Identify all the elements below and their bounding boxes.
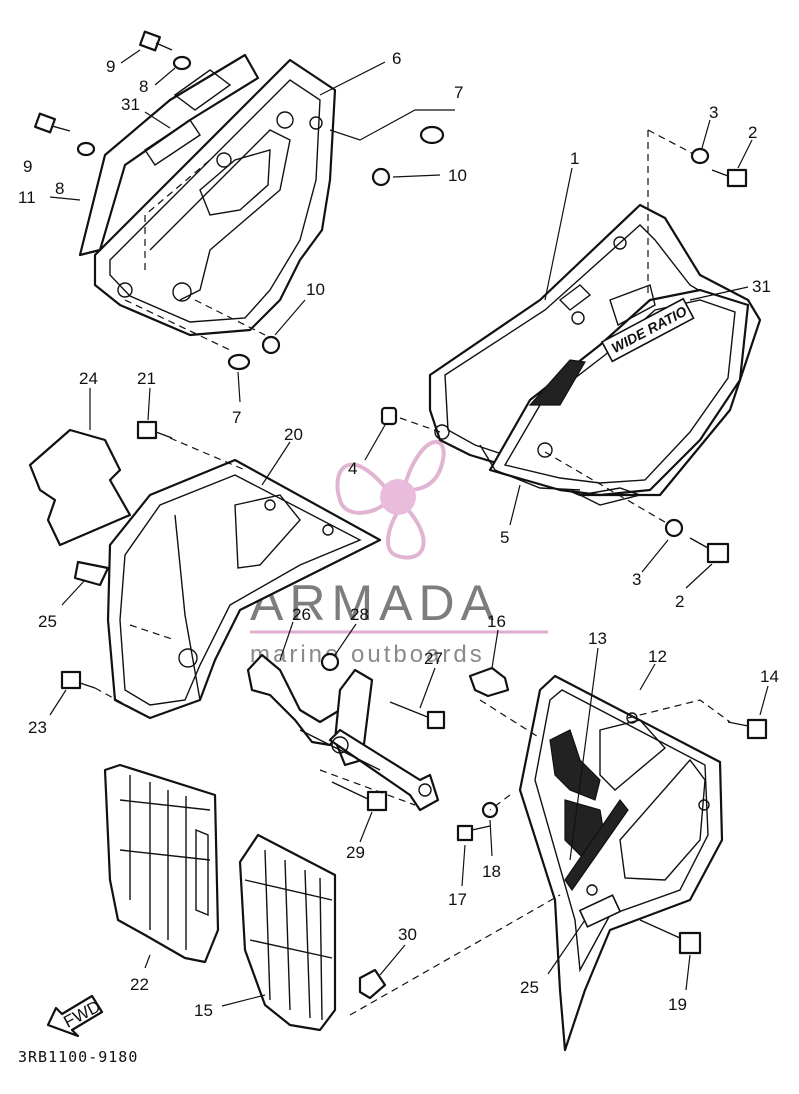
callout-9a: 9 <box>106 57 115 76</box>
bolt-27-icon <box>389 701 446 730</box>
nut-28-icon <box>320 652 340 672</box>
grommet-4-icon <box>380 406 398 426</box>
washer-8b-icon <box>76 141 96 157</box>
bolt-2b-icon <box>689 537 730 564</box>
leaders-top-left <box>49 49 455 403</box>
decal-24 <box>28 428 132 547</box>
watermark-propeller-logo <box>335 440 446 560</box>
callout-8b: 8 <box>55 179 64 198</box>
callout-29: 29 <box>346 843 365 862</box>
callout-6: 6 <box>392 49 401 68</box>
callout-3a: 3 <box>709 103 718 122</box>
callout-2a: 2 <box>748 123 757 142</box>
callout-4: 4 <box>348 459 357 478</box>
decal-25b <box>578 894 622 928</box>
callout-3b: 3 <box>632 570 641 589</box>
clip-30-icon <box>358 968 387 1000</box>
callout-10b: 10 <box>306 280 325 299</box>
bolt-23-icon <box>60 670 96 690</box>
callout-14: 14 <box>760 667 779 686</box>
callout-23: 23 <box>28 718 47 737</box>
callout-labels: 9 8 31 6 7 9 8 10 11 10 7 3 2 1 31 4 5 3… <box>18 49 779 1020</box>
bolt-14-icon <box>727 718 768 740</box>
callout-25a: 25 <box>38 612 57 631</box>
callout-30: 30 <box>398 925 417 944</box>
callout-18: 18 <box>482 862 501 881</box>
callout-19: 19 <box>668 995 687 1014</box>
leaders-front-right <box>461 629 769 991</box>
dashed-guides-left <box>124 159 266 351</box>
bolt-21-icon <box>136 420 173 440</box>
part-radiator-guard-22 <box>103 763 220 964</box>
part-side-cover-right <box>428 203 762 506</box>
callout-20: 20 <box>284 425 303 444</box>
part-front-cover-left <box>106 458 382 720</box>
leaders-front-left <box>49 387 291 716</box>
part-side-cover-left <box>93 58 337 337</box>
callout-17: 17 <box>448 890 467 909</box>
trim-strip-5 <box>479 444 581 491</box>
dashed-guides-front-right <box>349 699 731 1016</box>
callout-8a: 8 <box>139 77 148 96</box>
callout-26: 26 <box>292 605 311 624</box>
bolt-9b-icon <box>33 112 71 134</box>
decal-25a <box>73 560 110 587</box>
part-bracket-26 <box>246 653 440 812</box>
callout-27: 27 <box>424 649 443 668</box>
leaders-right <box>364 119 753 589</box>
leaders-bracket <box>279 621 436 843</box>
bolt-2a-icon <box>711 168 748 188</box>
collar-10a-icon <box>371 167 391 187</box>
callout-11: 11 <box>18 188 36 207</box>
bolt-9a-icon <box>138 30 173 52</box>
part-bracket-11 <box>78 53 260 257</box>
diagram-code: 3RB1100-9180 <box>18 1048 138 1066</box>
collar-10b-icon <box>261 335 281 355</box>
grommet-7b-icon <box>227 353 251 371</box>
washer-3a-icon <box>690 147 710 165</box>
callout-7a: 7 <box>454 83 463 102</box>
callout-28: 28 <box>350 605 369 624</box>
callout-2b: 2 <box>675 592 684 611</box>
bolt-29-icon <box>331 781 388 812</box>
callout-13: 13 <box>588 629 607 648</box>
washer-8a-icon <box>172 55 192 71</box>
watermark-tagline: marine outboards <box>250 641 485 668</box>
dashed-guides-front-left <box>94 437 246 711</box>
callout-9b: 9 <box>23 157 32 176</box>
callout-15: 15 <box>194 1001 213 1020</box>
callout-1: 1 <box>570 149 579 168</box>
callout-31b: 31 <box>752 277 771 296</box>
leaders-radiator <box>144 944 406 1007</box>
callout-10a: 10 <box>448 166 467 185</box>
callout-12: 12 <box>648 647 667 666</box>
callout-25b: 25 <box>520 978 539 997</box>
fwd-arrow-icon: FWD <box>46 994 104 1038</box>
callout-31a: 31 <box>121 95 140 114</box>
callout-16: 16 <box>487 612 506 631</box>
bolt-19-icon <box>639 919 702 955</box>
callout-22: 22 <box>130 975 149 994</box>
callout-7b: 7 <box>232 408 241 427</box>
washer-3b-icon <box>664 518 684 538</box>
part-radiator-guard-15 <box>238 833 337 1032</box>
grommet-7a-icon <box>419 125 445 145</box>
callout-21: 21 <box>137 369 156 388</box>
part-front-cover-right <box>518 674 724 1052</box>
clip-16-icon <box>468 666 510 698</box>
callout-24: 24 <box>79 369 98 388</box>
bolt-17-icon <box>456 824 491 842</box>
callout-5: 5 <box>500 528 509 547</box>
